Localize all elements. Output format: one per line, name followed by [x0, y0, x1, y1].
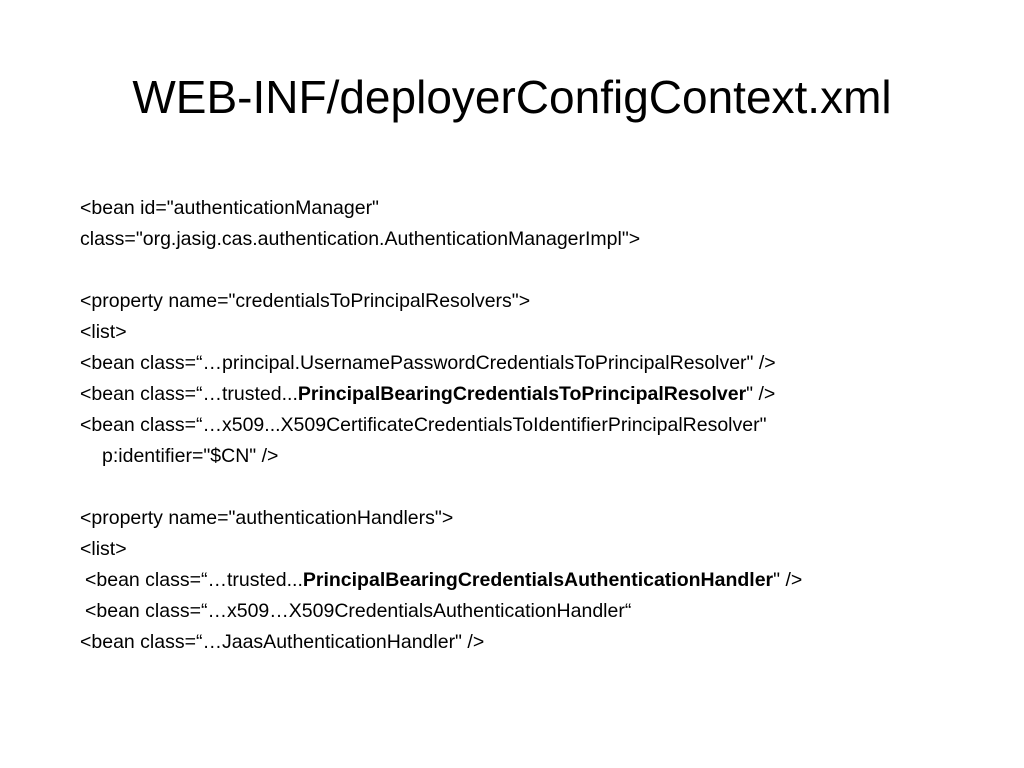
code-line: <bean id="authenticationManager": [80, 197, 379, 219]
blank-line: [80, 472, 1000, 503]
code-line: <bean class=“…trusted...PrincipalBearing…: [80, 565, 1000, 596]
code-line: class="org.jasig.cas.authentication.Auth…: [80, 228, 641, 250]
code-text: " />: [746, 383, 776, 405]
code-line: <bean class=“…JaasAuthenticationHandler"…: [80, 631, 485, 653]
code-text: " />: [773, 569, 803, 591]
code-line: <bean class=“…x509…X509CredentialsAuthen…: [85, 600, 632, 622]
code-text: <bean class=“…trusted...: [85, 569, 303, 591]
code-line: <list>: [80, 538, 127, 560]
code-highlight: PrincipalBearingCredentialsAuthenticatio…: [302, 569, 774, 591]
slide-body: <bean id="authenticationManager" class="…: [80, 193, 1000, 658]
code-line: p:identifier="$CN" />: [102, 445, 279, 467]
code-line: <list>: [80, 321, 127, 343]
code-line: <bean class=“…x509...X509CertificateCred…: [80, 414, 767, 436]
code-line: <bean class=“…principal.UsernamePassword…: [80, 352, 776, 374]
blank-line: [80, 255, 1000, 286]
slide-title: WEB-INF/deployerConfigContext.xml: [132, 71, 892, 123]
code-line: <property name="authenticationHandlers">: [80, 507, 454, 529]
code-line: <bean class=“…trusted...PrincipalBearing…: [80, 379, 1000, 410]
code-highlight: PrincipalBearingCredentialsToPrincipalRe…: [297, 383, 747, 405]
code-text: <bean class=“…trusted...: [80, 383, 298, 405]
code-line: <property name="credentialsToPrincipalRe…: [80, 290, 531, 312]
